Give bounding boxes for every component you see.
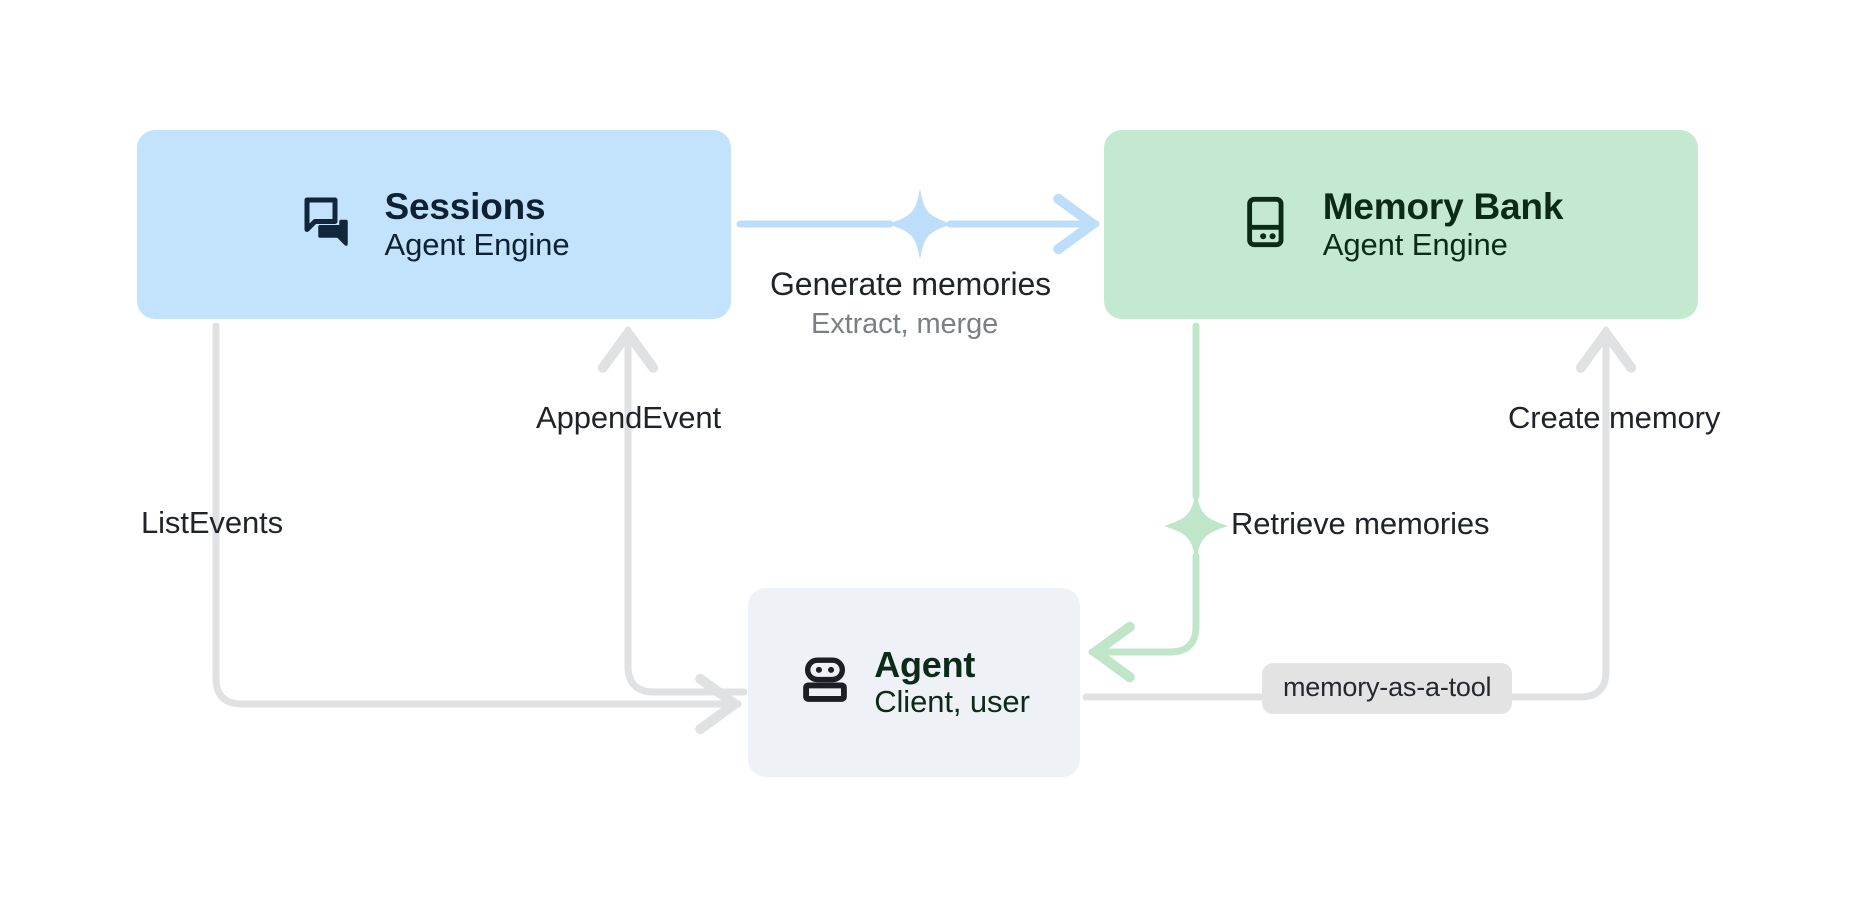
- edge-append-event-line: [597, 326, 748, 696]
- node-sessions-title: Sessions: [384, 186, 546, 228]
- node-sessions-subtitle: Agent Engine: [384, 226, 570, 262]
- storage-database-icon: [1239, 193, 1297, 256]
- edge-create-memory-line: [1082, 326, 1637, 701]
- edge-label-retrieve-memories: Retrieve memories: [1231, 506, 1490, 541]
- node-memory-bank[interactable]: Memory Bank Agent Engine: [1104, 130, 1698, 319]
- sparkle-icon-generate: [888, 188, 952, 260]
- node-memory-bank-subtitle: Agent Engine: [1322, 226, 1508, 262]
- memory-as-a-tool-chip: memory-as-a-tool: [1262, 663, 1513, 714]
- edge-create-memory: [1082, 326, 1637, 701]
- edge-sublabel-extract-merge: Extract, merge: [811, 308, 999, 340]
- edge-generate-memories: [736, 188, 1100, 260]
- edge-append-event: [597, 326, 748, 696]
- edge-list-events-line: [212, 322, 742, 735]
- edge-list-events: [212, 322, 742, 735]
- robot-icon: [798, 653, 852, 712]
- edge-label-list-events: ListEvents: [141, 505, 284, 540]
- sparkle-icon-retrieve: [1164, 490, 1228, 562]
- edge-label-append-event: AppendEvent: [536, 400, 722, 435]
- forum-chat-bubbles-icon: [299, 192, 359, 257]
- node-agent-title: Agent: [874, 643, 976, 685]
- edge-retrieve-memories-line-bottom: [1088, 552, 1200, 683]
- node-memory-bank-title: Memory Bank: [1322, 186, 1564, 228]
- node-agent[interactable]: Agent Client, user: [748, 588, 1080, 777]
- node-agent-subtitle: Client, user: [874, 684, 1030, 720]
- edge-label-create-memory: Create memory: [1508, 400, 1721, 435]
- node-sessions[interactable]: Sessions Agent Engine: [137, 130, 731, 319]
- edge-retrieve-memories: [1088, 322, 1228, 683]
- edge-label-generate-memories: Generate memories: [770, 266, 1052, 302]
